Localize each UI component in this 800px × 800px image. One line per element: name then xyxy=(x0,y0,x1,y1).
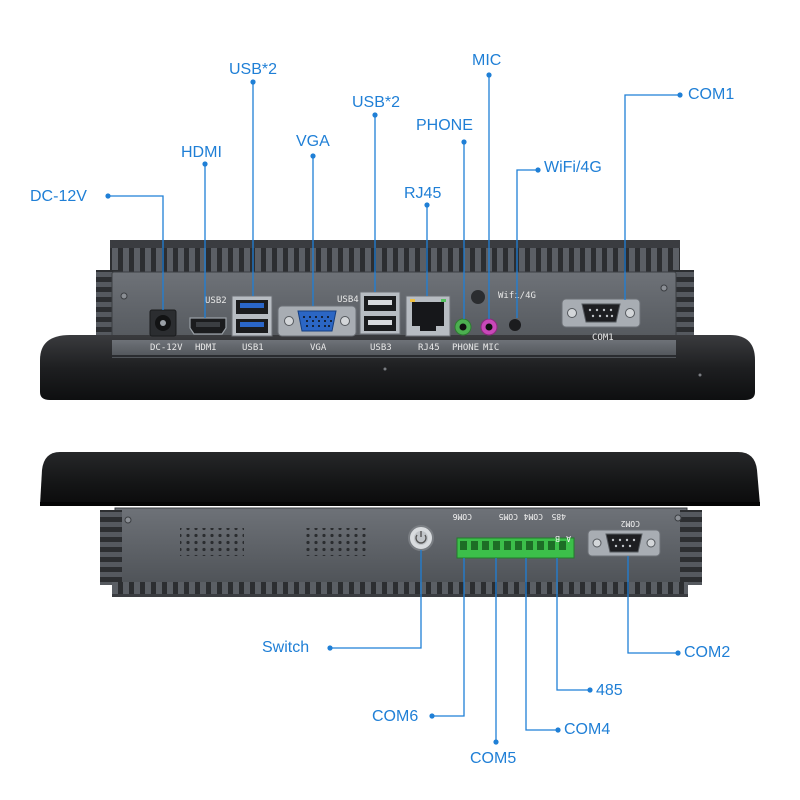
callout-hdmi: HDMI xyxy=(181,144,222,161)
screw xyxy=(660,284,668,292)
callout-mic: MIC xyxy=(472,52,502,69)
callout-com2: COM2 xyxy=(684,644,731,661)
com1-db9-port xyxy=(561,298,641,328)
silk-a: A xyxy=(566,534,571,543)
silk-usb4: USB4 xyxy=(337,295,359,305)
vent-grille-right xyxy=(306,528,370,556)
hdmi-port xyxy=(189,317,227,335)
silk-usb2: USB2 xyxy=(205,296,227,306)
silk-rj45: RJ45 xyxy=(418,343,440,353)
silk-485: 485 xyxy=(551,512,566,521)
phone-jack xyxy=(454,318,472,336)
callout-com4: COM4 xyxy=(564,721,611,738)
callout-com5: COM5 xyxy=(470,750,517,767)
antenna-port xyxy=(471,290,485,304)
silk-com4: COM4 xyxy=(524,512,543,521)
silk-mic: MIC xyxy=(483,343,499,353)
silk-b: B xyxy=(555,534,560,543)
screw xyxy=(674,514,682,522)
silk-hdmi: HDMI xyxy=(195,343,217,353)
bottom-device: COM6 COM5 COM4 485 COM2 B A xyxy=(40,452,760,597)
usb-port-stack-3-4 xyxy=(359,291,401,335)
dc-power-jack xyxy=(149,309,177,337)
top-device: DC-12V HDMI USB1 USB2 VGA USB3 USB4 RJ45… xyxy=(40,240,755,400)
terminal-block xyxy=(456,537,575,559)
rj45-port xyxy=(405,295,451,337)
mic-jack xyxy=(480,318,498,336)
silk-phone: PHONE xyxy=(452,343,479,353)
silk-dc12v: DC-12V xyxy=(150,343,183,353)
power-switch xyxy=(408,525,434,551)
callout-rj45: RJ45 xyxy=(404,185,442,202)
silk-com2: COM2 xyxy=(621,519,640,528)
callout-vga: VGA xyxy=(296,133,330,150)
silk-usb1: USB1 xyxy=(242,343,264,353)
silk-com1: COM1 xyxy=(592,333,614,343)
screw xyxy=(120,292,128,300)
usb-port-stack-1-2 xyxy=(231,295,273,337)
vent-grille-left xyxy=(180,528,244,556)
vga-port xyxy=(277,305,357,337)
silk-vga: VGA xyxy=(310,343,327,353)
bottom-bezel xyxy=(40,452,760,505)
wifi-antenna-hole xyxy=(509,319,521,331)
bottom-right-side-fins xyxy=(680,510,702,585)
silk-com5: COM5 xyxy=(499,512,518,521)
callout-485: 485 xyxy=(596,682,623,699)
callout-wifi: WiFi/4G xyxy=(544,159,602,176)
callout-usb-left: USB*2 xyxy=(229,61,278,78)
right-side-fins xyxy=(672,270,694,350)
callout-phone: PHONE xyxy=(416,117,473,134)
callout-com6: COM6 xyxy=(372,708,419,725)
bottom-left-side-fins xyxy=(100,510,122,585)
callout-com1: COM1 xyxy=(688,86,735,103)
leader-lines xyxy=(108,75,680,742)
callout-switch: Switch xyxy=(262,639,310,656)
silk-com6: COM6 xyxy=(453,512,472,521)
com2-db9-port xyxy=(587,529,661,557)
bottom-heatsink-fins xyxy=(112,582,688,596)
silk-usb3: USB3 xyxy=(370,343,392,353)
leader-dots xyxy=(105,72,683,745)
screw xyxy=(124,516,132,524)
callout-dc12v: DC-12V xyxy=(30,188,87,205)
callout-usb-right: USB*2 xyxy=(352,94,401,111)
